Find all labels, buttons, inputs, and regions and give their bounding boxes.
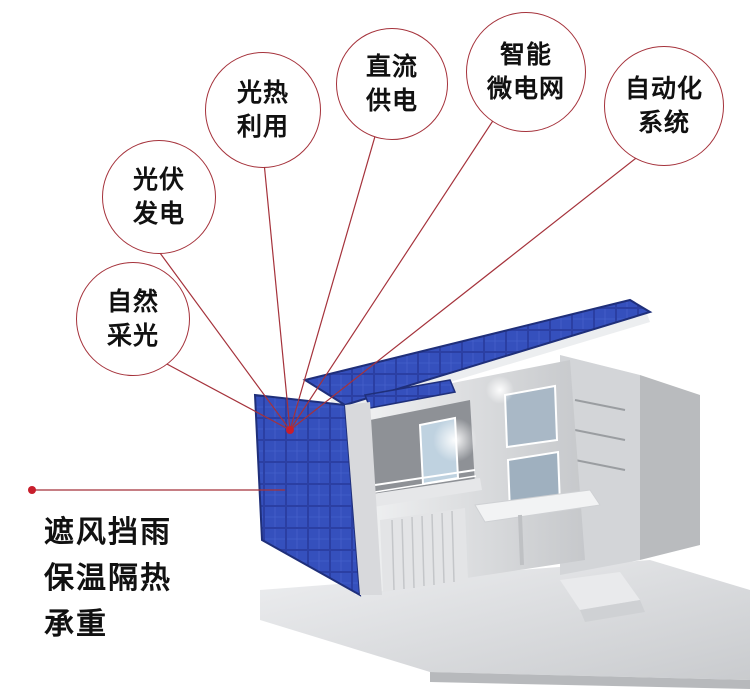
bubble-smart-microgrid-line1: 智能 xyxy=(499,40,552,69)
feature-load-bearing: 承重 xyxy=(44,607,108,642)
bubble-dc-supply: 直流 供电 xyxy=(336,28,448,140)
bubble-automation-line2: 系统 xyxy=(637,108,690,137)
bubble-smart-microgrid: 智能 微电网 xyxy=(466,12,586,132)
wall-feature-list: 遮风挡雨 保温隔热 承重 xyxy=(44,510,172,648)
pv-facade-side xyxy=(345,402,382,595)
balcony-slab xyxy=(365,478,482,508)
front-steps xyxy=(560,572,640,610)
bubble-solar-thermal: 光热 利用 xyxy=(205,52,321,168)
ground-slab-edge xyxy=(430,672,750,689)
pv-facade-wall xyxy=(253,393,362,597)
bubble-pv-power-line1: 光伏 xyxy=(132,165,185,194)
bubble-pv-power: 光伏 发电 xyxy=(102,140,216,254)
bubble-smart-microgrid-line2: 微电网 xyxy=(486,74,565,103)
bubble-automation: 自动化 系统 xyxy=(604,46,724,166)
connector-lines xyxy=(32,109,641,491)
bubble-natural-lighting-line2: 采光 xyxy=(106,321,159,350)
bubble-automation-line1: 自动化 xyxy=(624,74,703,103)
entrance-canopy xyxy=(474,489,601,523)
bubble-solar-thermal-line1: 光热 xyxy=(236,78,289,107)
wall-pointer-dot xyxy=(28,486,36,494)
feature-weatherproof: 遮风挡雨 xyxy=(44,515,172,550)
hub-dot xyxy=(286,426,294,434)
bubble-solar-thermal-line2: 利用 xyxy=(236,112,289,141)
bubble-natural-lighting-line1: 自然 xyxy=(106,287,159,316)
bubble-natural-lighting: 自然 采光 xyxy=(76,262,190,376)
upper-window xyxy=(503,384,559,449)
feature-insulation: 保温隔热 xyxy=(44,561,172,596)
bubble-pv-power-line2: 发电 xyxy=(132,199,185,228)
bubble-dc-supply-line1: 直流 xyxy=(365,52,418,81)
rear-tower-side xyxy=(640,375,700,560)
bubble-dc-supply-line2: 供电 xyxy=(365,86,418,115)
